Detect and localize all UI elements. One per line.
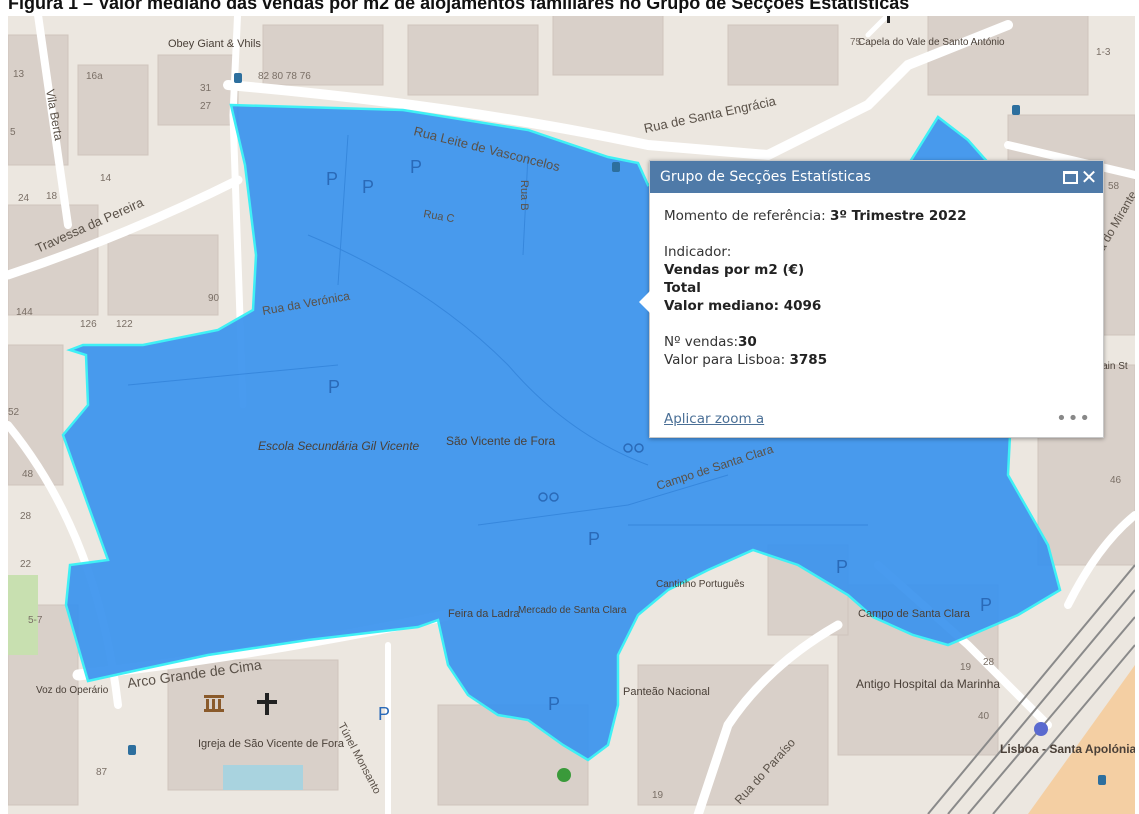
indicator-label: Indicador: <box>664 244 732 260</box>
svg-text:22: 22 <box>20 559 32 570</box>
svg-text:5: 5 <box>10 127 16 138</box>
svg-text:58: 58 <box>1108 181 1120 192</box>
place-label-igreja: Igreja de São Vicente de Fora <box>198 738 345 750</box>
svg-text:82 80 78 76: 82 80 78 76 <box>258 71 311 82</box>
close-button[interactable]: ✕ <box>1081 166 1103 188</box>
svg-text:P: P <box>548 694 560 714</box>
place-label-voz-operario: Voz do Operário <box>36 685 109 696</box>
figure-caption: Figura 1 – Valor mediano das vendas por … <box>0 0 1139 16</box>
reference-row: Momento de referência: 3º Trimestre 2022 <box>664 208 967 224</box>
indicator-scope: Total <box>664 280 701 296</box>
church-cross-icon <box>257 693 277 715</box>
sales-row: Nº vendas:30 <box>664 334 757 350</box>
railway <box>927 564 1135 814</box>
svg-text:19: 19 <box>652 790 664 801</box>
svg-text:28: 28 <box>20 511 32 522</box>
indicator-name: Vendas por m2 (€) <box>664 262 805 278</box>
house-numbers: 13 16a 82 80 78 76 31 27 5 24 18 14 90 144 126 12… <box>8 37 1122 801</box>
lisboa-row: Valor para Lisboa: 3785 <box>664 352 828 368</box>
info-popup: Grupo de Secções Estatísticas ✕ Momento … <box>639 160 1104 438</box>
place-label-panteao: Panteão Nacional <box>623 686 710 698</box>
place-label-escola: Escola Secundária Gil Vicente <box>258 439 420 453</box>
place-label-sao-vicente: São Vicente de Fora <box>446 434 556 448</box>
svg-text:144: 144 <box>16 307 33 318</box>
reference-value: 3º Trimestre 2022 <box>829 208 967 224</box>
svg-text:126: 126 <box>80 319 97 330</box>
svg-text:P: P <box>980 595 992 615</box>
svg-text:5-7: 5-7 <box>28 615 43 626</box>
bicycle-icon <box>538 443 644 502</box>
place-label-santa-apolonia: Lisboa - Santa Apolónia <box>1000 742 1135 756</box>
place-label-capela: Capela do Vale de Santo António <box>858 37 1005 48</box>
median-row: Valor mediano: 4096 <box>664 298 822 314</box>
place-label-mercado: Mercado de Santa Clara <box>518 605 627 616</box>
svg-text:19: 19 <box>960 662 972 673</box>
svg-text:31: 31 <box>200 83 212 94</box>
svg-text:48: 48 <box>22 469 34 480</box>
svg-text:46: 46 <box>1110 475 1122 486</box>
maximize-button[interactable] <box>1059 166 1081 188</box>
green-area <box>8 575 38 655</box>
svg-text:14: 14 <box>100 173 112 184</box>
popup-header: Grupo de Secções Estatísticas ✕ <box>650 161 1103 193</box>
street-label-rua-c: Rua C <box>422 208 455 225</box>
svg-text:13: 13 <box>13 69 25 80</box>
svg-text:P: P <box>836 557 848 577</box>
svg-text:P: P <box>378 704 390 724</box>
svg-text:P: P <box>588 529 600 549</box>
svg-text:90: 90 <box>208 293 220 304</box>
svg-text:16a: 16a <box>86 71 103 82</box>
maximize-icon <box>1062 170 1078 184</box>
svg-text:P: P <box>326 169 338 189</box>
svg-text:24: 24 <box>18 193 30 204</box>
parking-icon: P P P P P P P P P <box>326 157 992 724</box>
water-feature <box>223 765 303 790</box>
svg-text:40: 40 <box>978 711 990 722</box>
popup-pointer <box>639 291 650 313</box>
zoom-to-link[interactable]: Aplicar zoom a <box>664 410 765 427</box>
place-label-obey-giant: Obey Giant & Vhils <box>168 38 261 50</box>
median-value: 4096 <box>783 298 822 314</box>
svg-text:18: 18 <box>46 191 58 202</box>
lisboa-value: 3785 <box>789 352 828 368</box>
popup-footer: Aplicar zoom a ••• <box>664 408 1091 429</box>
svg-text:P: P <box>362 177 374 197</box>
svg-text:87: 87 <box>96 767 108 778</box>
place-label-campo: Campo de Santa Clara <box>858 608 971 620</box>
place-label-train-st: Train St <box>1093 361 1128 372</box>
svg-text:27: 27 <box>200 101 212 112</box>
station-area <box>1028 665 1135 814</box>
svg-text:75: 75 <box>850 37 862 48</box>
svg-text:P: P <box>328 377 340 397</box>
svg-text:P: P <box>410 157 422 177</box>
place-label-feira-ladra: Feira da Ladra <box>448 608 520 620</box>
svg-text:28: 28 <box>983 657 995 668</box>
train-station-icon <box>1034 722 1048 736</box>
place-label-hospital: Antigo Hospital da Marinha <box>856 677 1000 691</box>
polygon-inner-details <box>127 134 868 526</box>
popup-body: Momento de referência: 3º Trimestre 2022… <box>650 193 1103 369</box>
more-actions-button[interactable]: ••• <box>1056 408 1091 429</box>
sales-value: 30 <box>738 334 757 350</box>
museum-icon <box>204 695 224 712</box>
street-label-rua-b: Rua B <box>518 180 530 211</box>
svg-text:52: 52 <box>8 407 20 418</box>
close-icon: ✕ <box>1080 165 1098 189</box>
bus-stop-icon <box>128 73 1106 785</box>
svg-text:1-3: 1-3 <box>1096 47 1111 58</box>
swimming-icon <box>557 768 571 782</box>
place-label-cantinho: Cantinho Português <box>656 579 744 590</box>
popup-title: Grupo de Secções Estatísticas <box>660 169 871 185</box>
map-view[interactable]: Rua de Santa Engrácia Rua Leite de Vasco… <box>8 5 1135 814</box>
svg-text:122: 122 <box>116 319 133 330</box>
